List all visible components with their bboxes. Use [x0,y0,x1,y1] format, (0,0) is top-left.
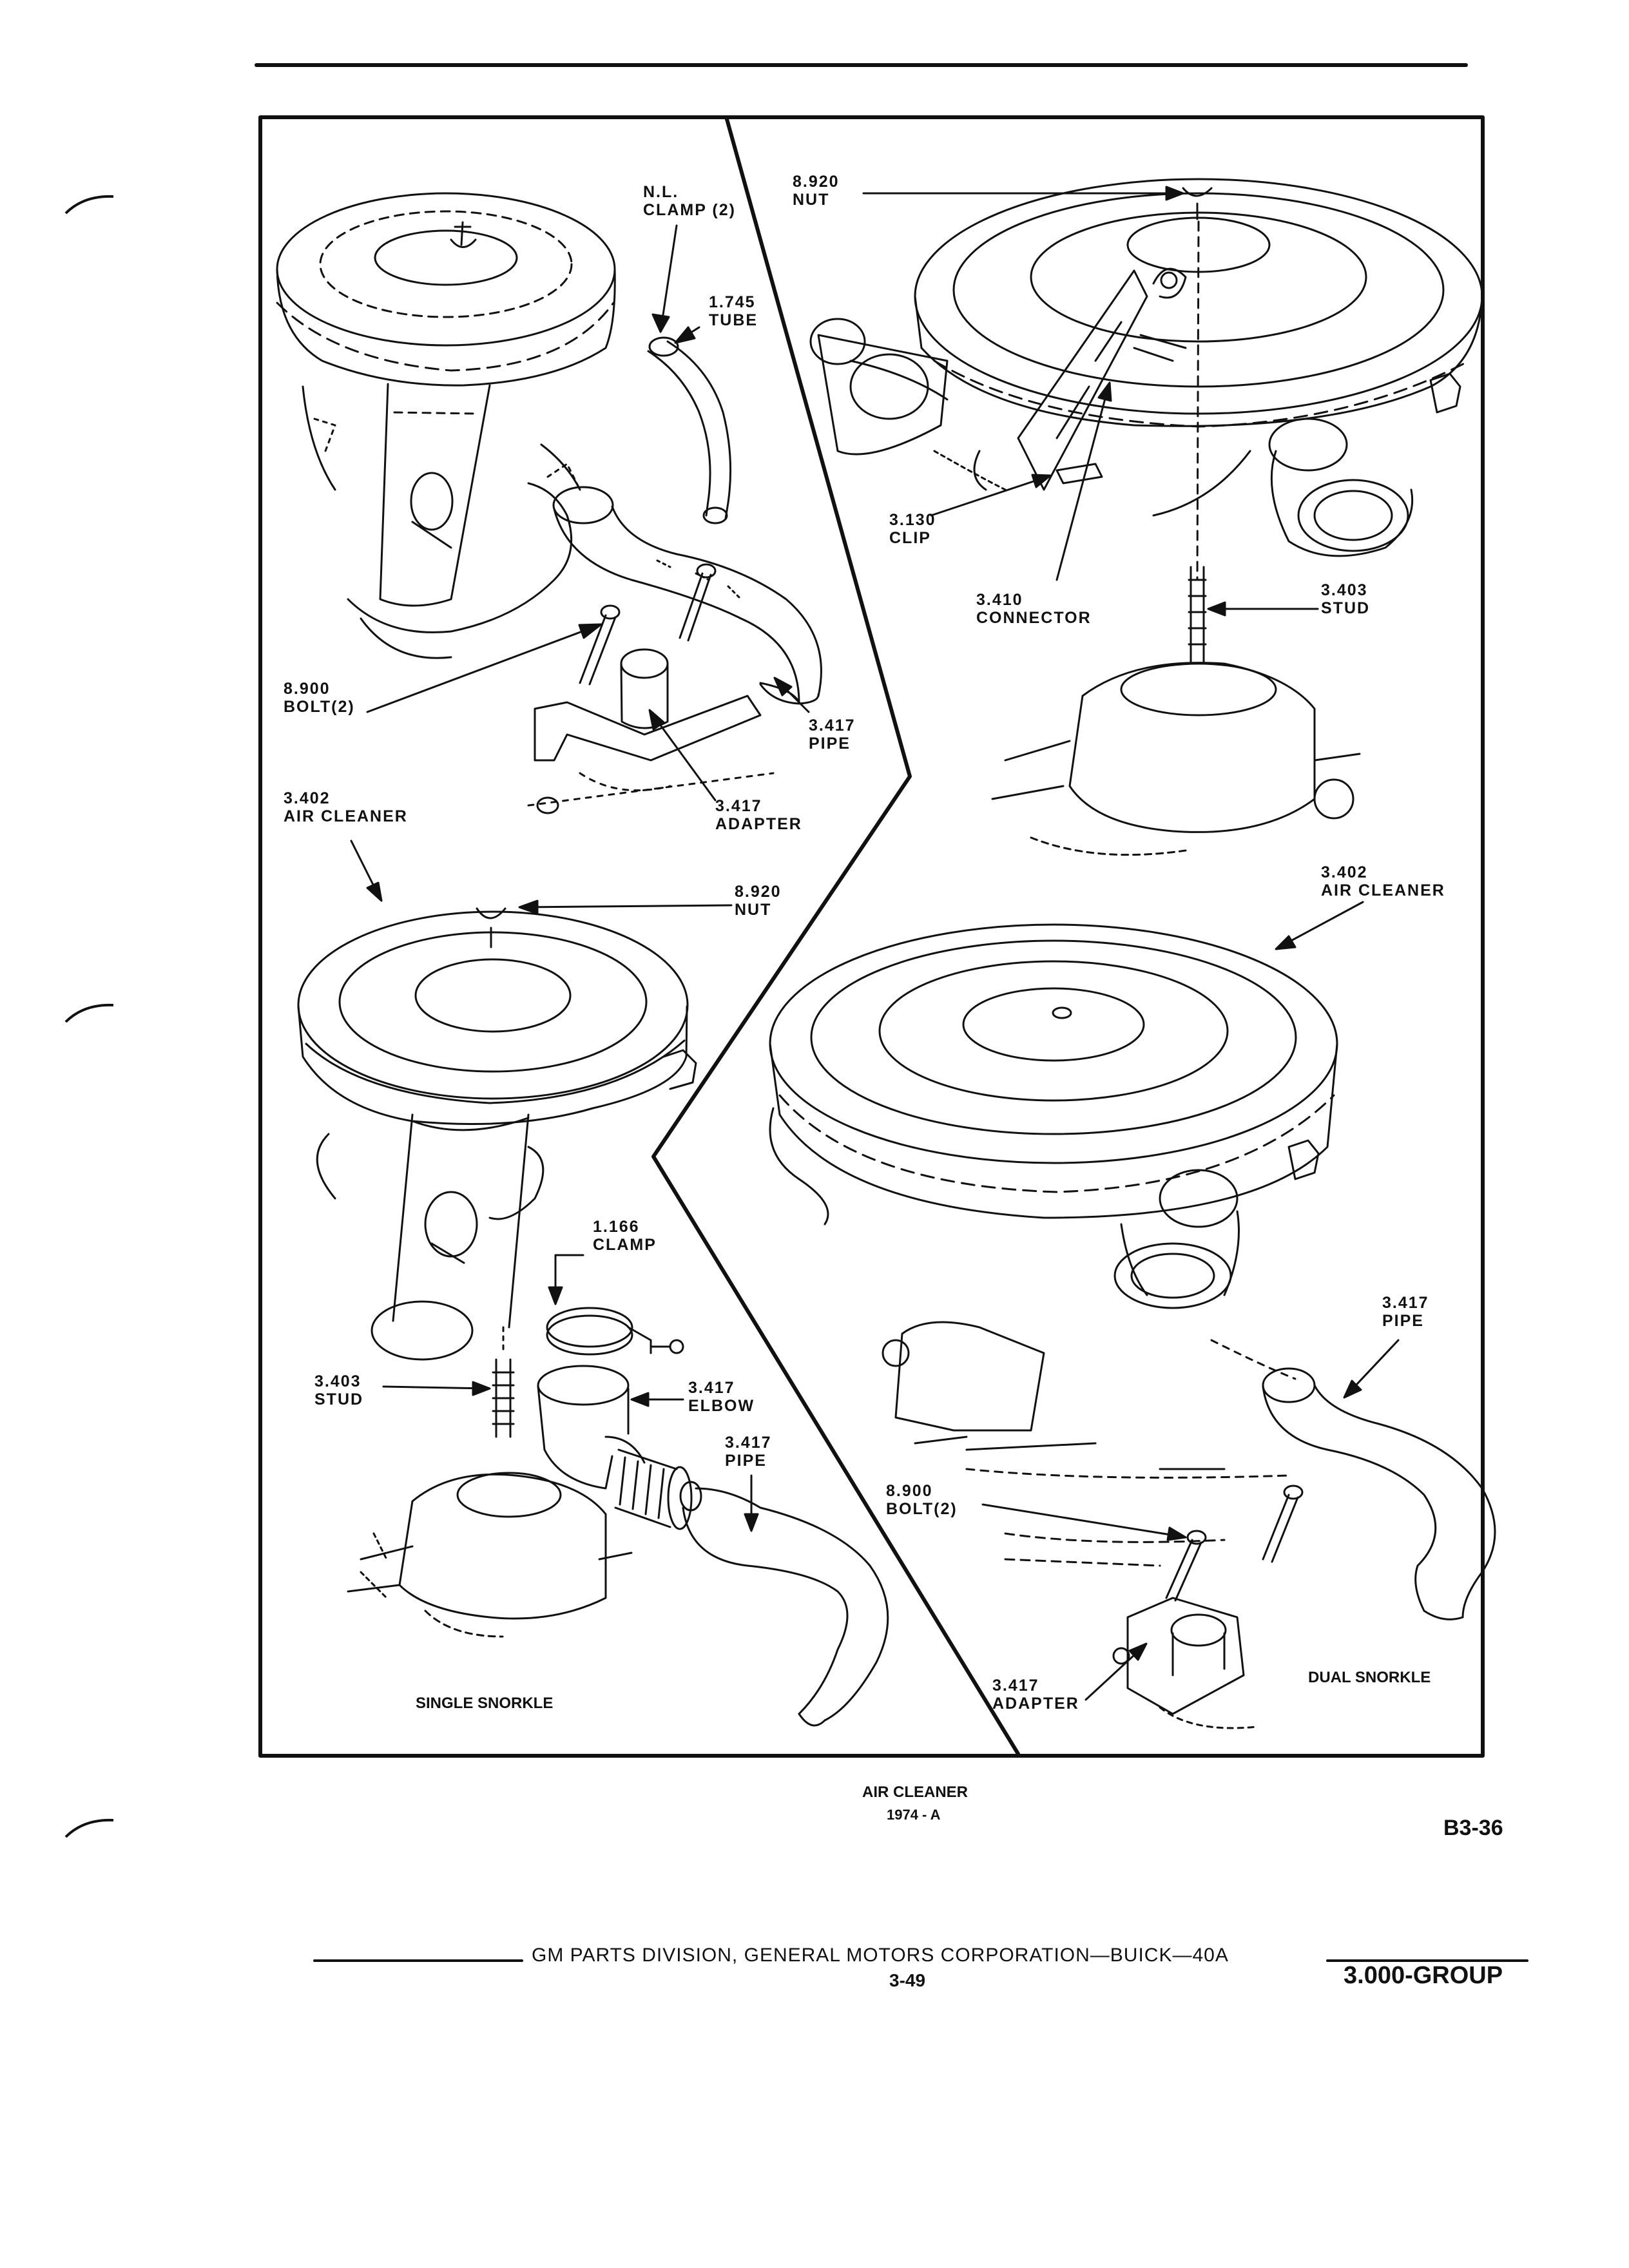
diagram-frame [258,115,1485,1758]
callout-number: 3.130 [889,511,936,529]
callout-number: 8.900 [284,680,331,698]
callout-number: 3.417 [809,716,856,735]
callout-number: 3.410 [976,591,1023,609]
upper-right-assembly [809,178,1483,856]
callout-number: 8.900 [886,1482,933,1500]
footer-group: 3.000-GROUP [1344,1962,1503,1989]
callout-name: PIPE [1382,1312,1424,1330]
callout-name: AIR CLEANER [1321,881,1445,899]
callout-air-cleaner-left: 3.402 AIR CLEANER [284,789,408,825]
callout-number: 3.403 [1321,581,1368,599]
callout-number: 3.402 [284,789,331,807]
callout-name: BOLT(2) [886,1500,958,1518]
callout-name: CLIP [889,529,931,547]
callout-name: STUD [314,1390,364,1408]
binder-hole-mark [64,195,114,215]
binder-hole-mark [64,1818,114,1838]
callout-pipe-3417-right: 3.417 PIPE [1382,1294,1429,1330]
callout-number: 3.417 [715,797,762,815]
caption-single-snorkle: SINGLE SNORKLE [416,1695,554,1712]
callout-connector-3410: 3.410 CONNECTOR [976,591,1092,627]
callout-name: ADAPTER [992,1695,1079,1713]
callout-air-cleaner-right: 3.402 AIR CLEANER [1321,863,1445,899]
callout-number: 3.417 [1382,1294,1429,1312]
callout-adapter-3417-upper: 3.417 ADAPTER [715,797,802,833]
callout-name: BOLT(2) [284,698,355,716]
leader-lines [350,186,1400,1701]
callout-stud-3403-right: 3.403 STUD [1321,581,1370,617]
callout-name: PIPE [809,735,851,753]
callout-clamp-1166: 1.166 CLAMP [593,1218,657,1254]
callout-elbow-3417: 3.417 ELBOW [688,1379,755,1415]
figure-year: 1974 - A [887,1807,941,1823]
figure-title: AIR CLEANER [862,1783,969,1801]
callout-tube-1745: 1.745 TUBE [709,293,758,329]
callout-pipe-3417-upper: 3.417 PIPE [809,716,856,753]
callout-number: 1.166 [593,1218,640,1236]
callout-nut-8920-left: 8.920 NUT [735,883,782,919]
callout-clip-3130: 3.130 CLIP [889,511,936,547]
callout-name: TUBE [709,311,758,329]
callout-name: PIPE [725,1452,767,1470]
figure-code: B3-36 [1443,1816,1503,1840]
caption-dual-snorkle: DUAL SNORKLE [1308,1669,1431,1686]
callout-number: 3.417 [725,1434,772,1452]
callout-number: 8.920 [735,883,782,901]
lower-right-assembly [769,923,1496,1729]
callout-name: CLAMP [593,1236,657,1254]
upper-left-assembly [276,192,822,814]
callout-nut-8920-right: 8.920 NUT [793,173,840,209]
callout-number: N.L. [643,183,679,201]
callout-bolt-8900-right: 8.900 BOLT(2) [886,1482,958,1518]
callout-number: 3.403 [314,1372,361,1390]
binder-hole-mark [64,1003,114,1023]
callout-name: NUT [793,191,830,209]
lower-left-assembly [297,907,889,1727]
callout-name: STUD [1321,599,1371,617]
callout-number: 3.402 [1321,863,1368,881]
panel-divider [651,117,1020,1756]
callout-name: AIR CLEANER [284,807,408,825]
callout-name: ELBOW [688,1397,755,1415]
callout-name: ADAPTER [715,815,802,833]
callout-name: NUT [735,901,772,919]
callout-pipe-3417-lower: 3.417 PIPE [725,1434,772,1470]
callout-bolt-8900-left: 8.900 BOLT(2) [284,680,355,716]
callout-number: 3.417 [992,1677,1039,1695]
footer-publisher: GM PARTS DIVISION, GENERAL MOTORS CORPOR… [532,1945,1229,1966]
callout-name: CONNECTOR [976,609,1092,627]
callout-number: 1.745 [709,293,756,311]
callout-name: CLAMP (2) [643,201,736,219]
footer-page-number: 3-49 [889,1970,926,1990]
callout-number: 3.417 [688,1379,735,1397]
callout-number: 8.920 [793,173,840,191]
callout-stud-3403-left: 3.403 STUD [314,1372,363,1408]
callout-nl-clamp: N.L. CLAMP (2) [643,183,736,219]
callout-adapter-3417-right: 3.417 ADAPTER [992,1677,1079,1713]
